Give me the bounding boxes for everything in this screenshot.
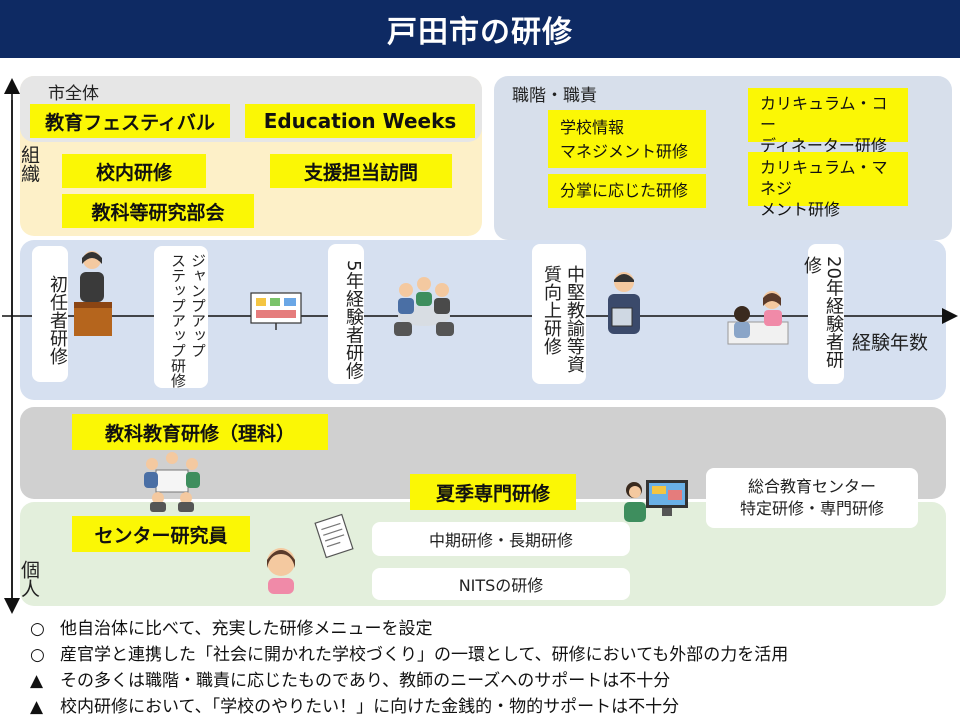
note-2: ○産官学と連携した「社会に開かれた学校づくり」の一環として、研修においても外部の…: [30, 645, 789, 665]
person-face-icon: [267, 548, 295, 594]
school-info-management-training: 学校情報 マネジメント研修: [548, 110, 706, 168]
education-weeks: Education Weeks: [245, 104, 475, 138]
note-3: ▲その多くは職階・職責に応じたものであり、教師のニーズへのサポートは不十分: [30, 671, 671, 691]
page-title: 戸田市の研修: [0, 0, 960, 58]
mid-long-term-training: 中期研修・長期研修: [372, 522, 630, 556]
career-card-midcareer: 中堅教諭等資 質向上研修: [532, 244, 586, 384]
consultation-icon: [727, 291, 789, 345]
document-icon: [314, 513, 354, 559]
center-researcher: センター研究員: [72, 516, 250, 552]
curriculum-management-training: カリキュラム・マネジ メント研修: [748, 152, 908, 219]
axis-label-organization: 組織: [18, 145, 40, 183]
teacher-at-podium-icon: [74, 251, 112, 336]
career-card-5year: 5年経験者研修: [328, 244, 364, 384]
duty-based-training: 分掌に応じた研修: [548, 174, 706, 208]
education-festival: 教育フェスティバル: [30, 104, 230, 138]
in-school-training: 校内研修: [62, 154, 206, 188]
career-card-20year: 20年経験者研修: [801, 244, 844, 384]
pc-worker-icon: [624, 480, 688, 522]
group-discussion-icon: [394, 277, 454, 336]
subject-training-science: 教科教育研修（理科）: [72, 414, 328, 450]
axis-label-experience: 経験年数: [852, 332, 929, 354]
researchers-group-icon: [144, 452, 200, 512]
note-1: ○他自治体に比べて、充実した研修メニューを設定: [30, 619, 433, 639]
teacher-with-tablet-icon: [608, 272, 640, 334]
presentation-board-icon: [250, 292, 302, 330]
support-visit: 支援担当訪問: [270, 154, 452, 188]
career-card-novice: 初任者研修: [32, 246, 68, 382]
position-label: 職階・職責: [512, 86, 597, 106]
career-card-jumpup: ジャンプアップ ステップアップ研修: [154, 246, 208, 388]
summer-specialized-training: 夏季専門研修: [410, 474, 576, 510]
nits-training: NITSの研修: [372, 568, 630, 600]
curriculum-coordinator-training: カリキュラム・コー ディネーター研修: [748, 88, 908, 155]
subject-research-group: 教科等研究部会: [62, 194, 254, 228]
note-4: ▲校内研修において、「学校のやりたい！」に向けた金銭的・物的サポートは不十分: [30, 697, 680, 717]
city-wide-label: 市全体: [48, 84, 99, 104]
education-center-training: 総合教育センター 特定研修・専門研修: [706, 468, 918, 528]
axis-label-individual: 個人: [18, 560, 40, 598]
